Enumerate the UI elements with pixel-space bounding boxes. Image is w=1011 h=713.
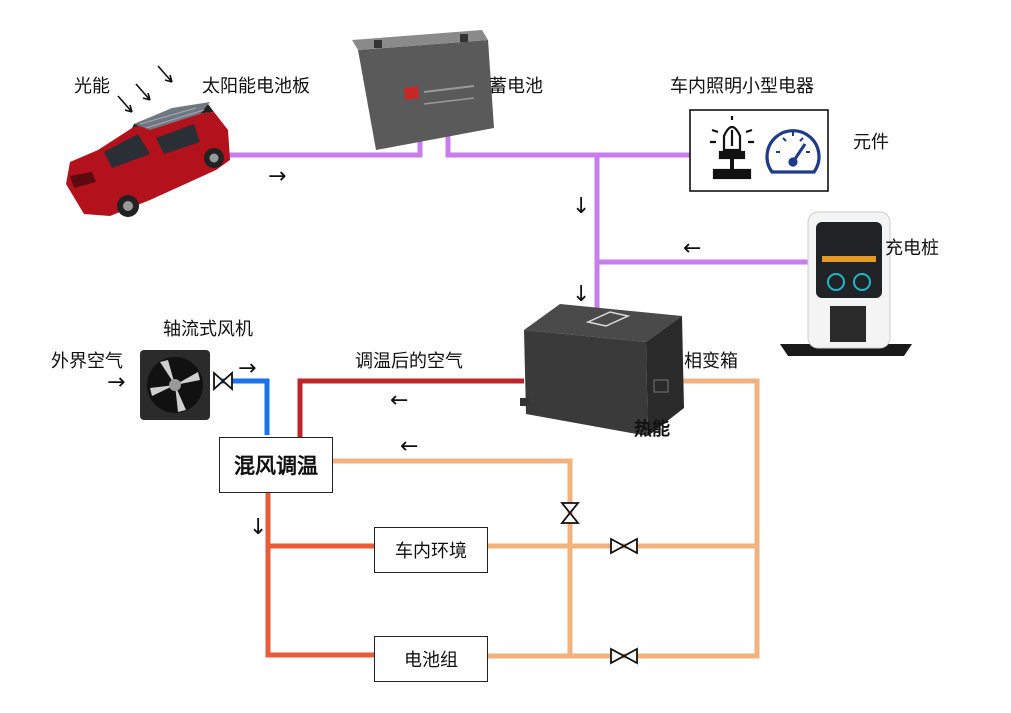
battery-pack-box[interactable]: 电池组 [374,636,488,682]
battery-to-devices-line [445,134,693,158]
phase-change-box-label: 相变箱 [684,351,738,372]
charging-pile-label: 充电桩 [885,238,939,259]
tempered-air-label: 调温后的空气 [355,351,463,372]
solar-panel-label: 太阳能电池板 [202,76,310,97]
light-bulb-icon [710,116,754,180]
devices-box [689,109,829,192]
arrow-down-bus-1: ↓ [572,194,591,219]
car-with-solar-icon [66,102,230,217]
solar-to-battery-line [219,134,423,158]
gauge-icon [765,129,821,174]
valve-icon[interactable] [213,370,233,392]
mixing-feed-line [333,458,573,656]
battery-label: 蓄电池 [489,76,543,97]
arrow-left-tempered-air: ← [390,388,409,413]
outside-air-line [214,378,270,435]
valve-icon[interactable] [610,647,638,665]
cabin-env-box[interactable]: 车内环境 [374,527,488,573]
arrow-right-fan: → [238,356,257,381]
arrow-left-feed: ← [400,434,419,459]
arrow-down-mixing: ↓ [249,515,268,540]
mixing-temp-box[interactable]: 混风调温 [219,437,333,493]
battery-icon [352,30,494,150]
arrow-right-solar: → [268,164,287,189]
axial-fan-icon [140,350,210,420]
arrow-down-bus-2: ↓ [572,282,591,307]
outside-air-label: 外界空气 [51,351,123,372]
light-rays [117,65,173,113]
warm-lines [265,493,374,658]
phase-change-box-icon [520,304,684,436]
solar-light-label: 光能 [74,76,110,97]
arrow-left-charger: ← [683,236,702,261]
cool-lines [333,378,760,659]
lighting-devices-label: 车内照明小型电器 [670,76,814,97]
heat-energy-label: 热能 [634,419,670,440]
mixing-to-battery-line [265,493,374,658]
components-label: 元件 [853,132,889,153]
charging-pile-icon [780,211,912,356]
valve-icon[interactable] [610,537,638,555]
axial-fan-label: 轴流式风机 [163,319,253,340]
electric-lines [219,134,811,315]
valve-icon[interactable] [560,502,580,524]
arrow-right-outside-air: → [107,370,126,395]
